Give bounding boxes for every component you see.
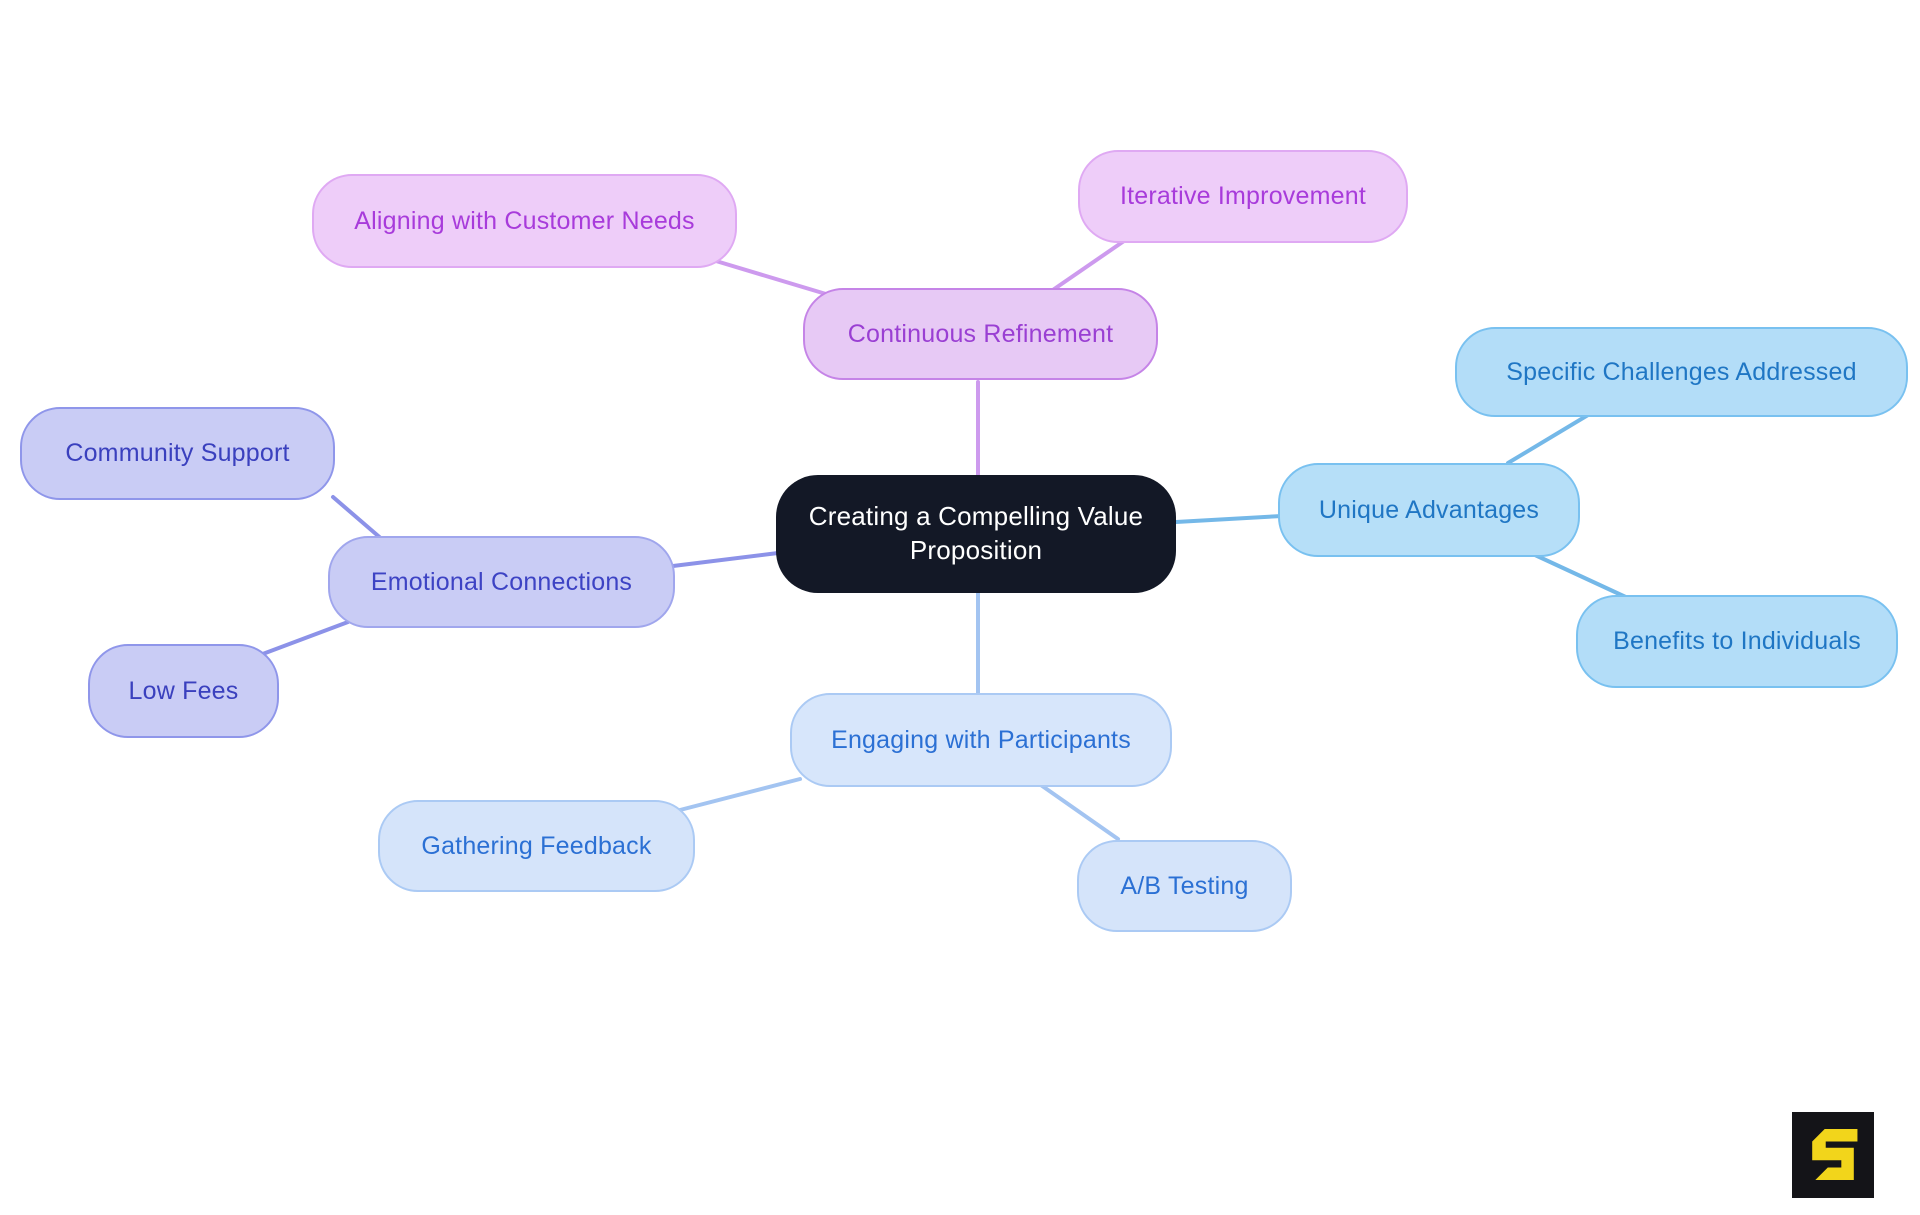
edge-continuous-aligning — [714, 259, 838, 299]
edge-root-unique-advantages — [1174, 514, 1284, 524]
node-root[interactable]: Creating a Compelling Value Proposition — [776, 475, 1176, 593]
node-unique-advantages[interactable]: Unique Advantages — [1278, 463, 1580, 557]
node-aligning-with-customer-needs[interactable]: Aligning with Customer Needs — [312, 174, 737, 268]
edge-emotional-community — [331, 495, 386, 543]
node-engaging-with-participants[interactable]: Engaging with Participants — [790, 693, 1172, 787]
edge-engaging-gathering — [678, 777, 802, 812]
node-gathering-feedback[interactable]: Gathering Feedback — [378, 800, 695, 892]
s-logo-icon — [1812, 1129, 1858, 1180]
edge-unique-benefits — [1533, 553, 1632, 601]
node-community-support[interactable]: Community Support — [20, 407, 335, 500]
brand-logo — [1792, 1112, 1874, 1198]
edge-unique-specific — [1506, 413, 1590, 465]
edge-root-emotional-connections — [671, 551, 780, 568]
edge-continuous-iterative — [1045, 239, 1126, 296]
edge-engaging-abtesting — [1036, 781, 1120, 841]
node-iterative-improvement[interactable]: Iterative Improvement — [1078, 150, 1408, 243]
node-emotional-connections[interactable]: Emotional Connections — [328, 536, 675, 628]
node-specific-challenges-addressed[interactable]: Specific Challenges Addressed — [1455, 327, 1908, 417]
node-low-fees[interactable]: Low Fees — [88, 644, 279, 738]
node-benefits-to-individuals[interactable]: Benefits to Individuals — [1576, 595, 1898, 688]
node-ab-testing[interactable]: A/B Testing — [1077, 840, 1292, 932]
edge-emotional-lowfees — [250, 620, 350, 660]
node-continuous-refinement[interactable]: Continuous Refinement — [803, 288, 1158, 380]
